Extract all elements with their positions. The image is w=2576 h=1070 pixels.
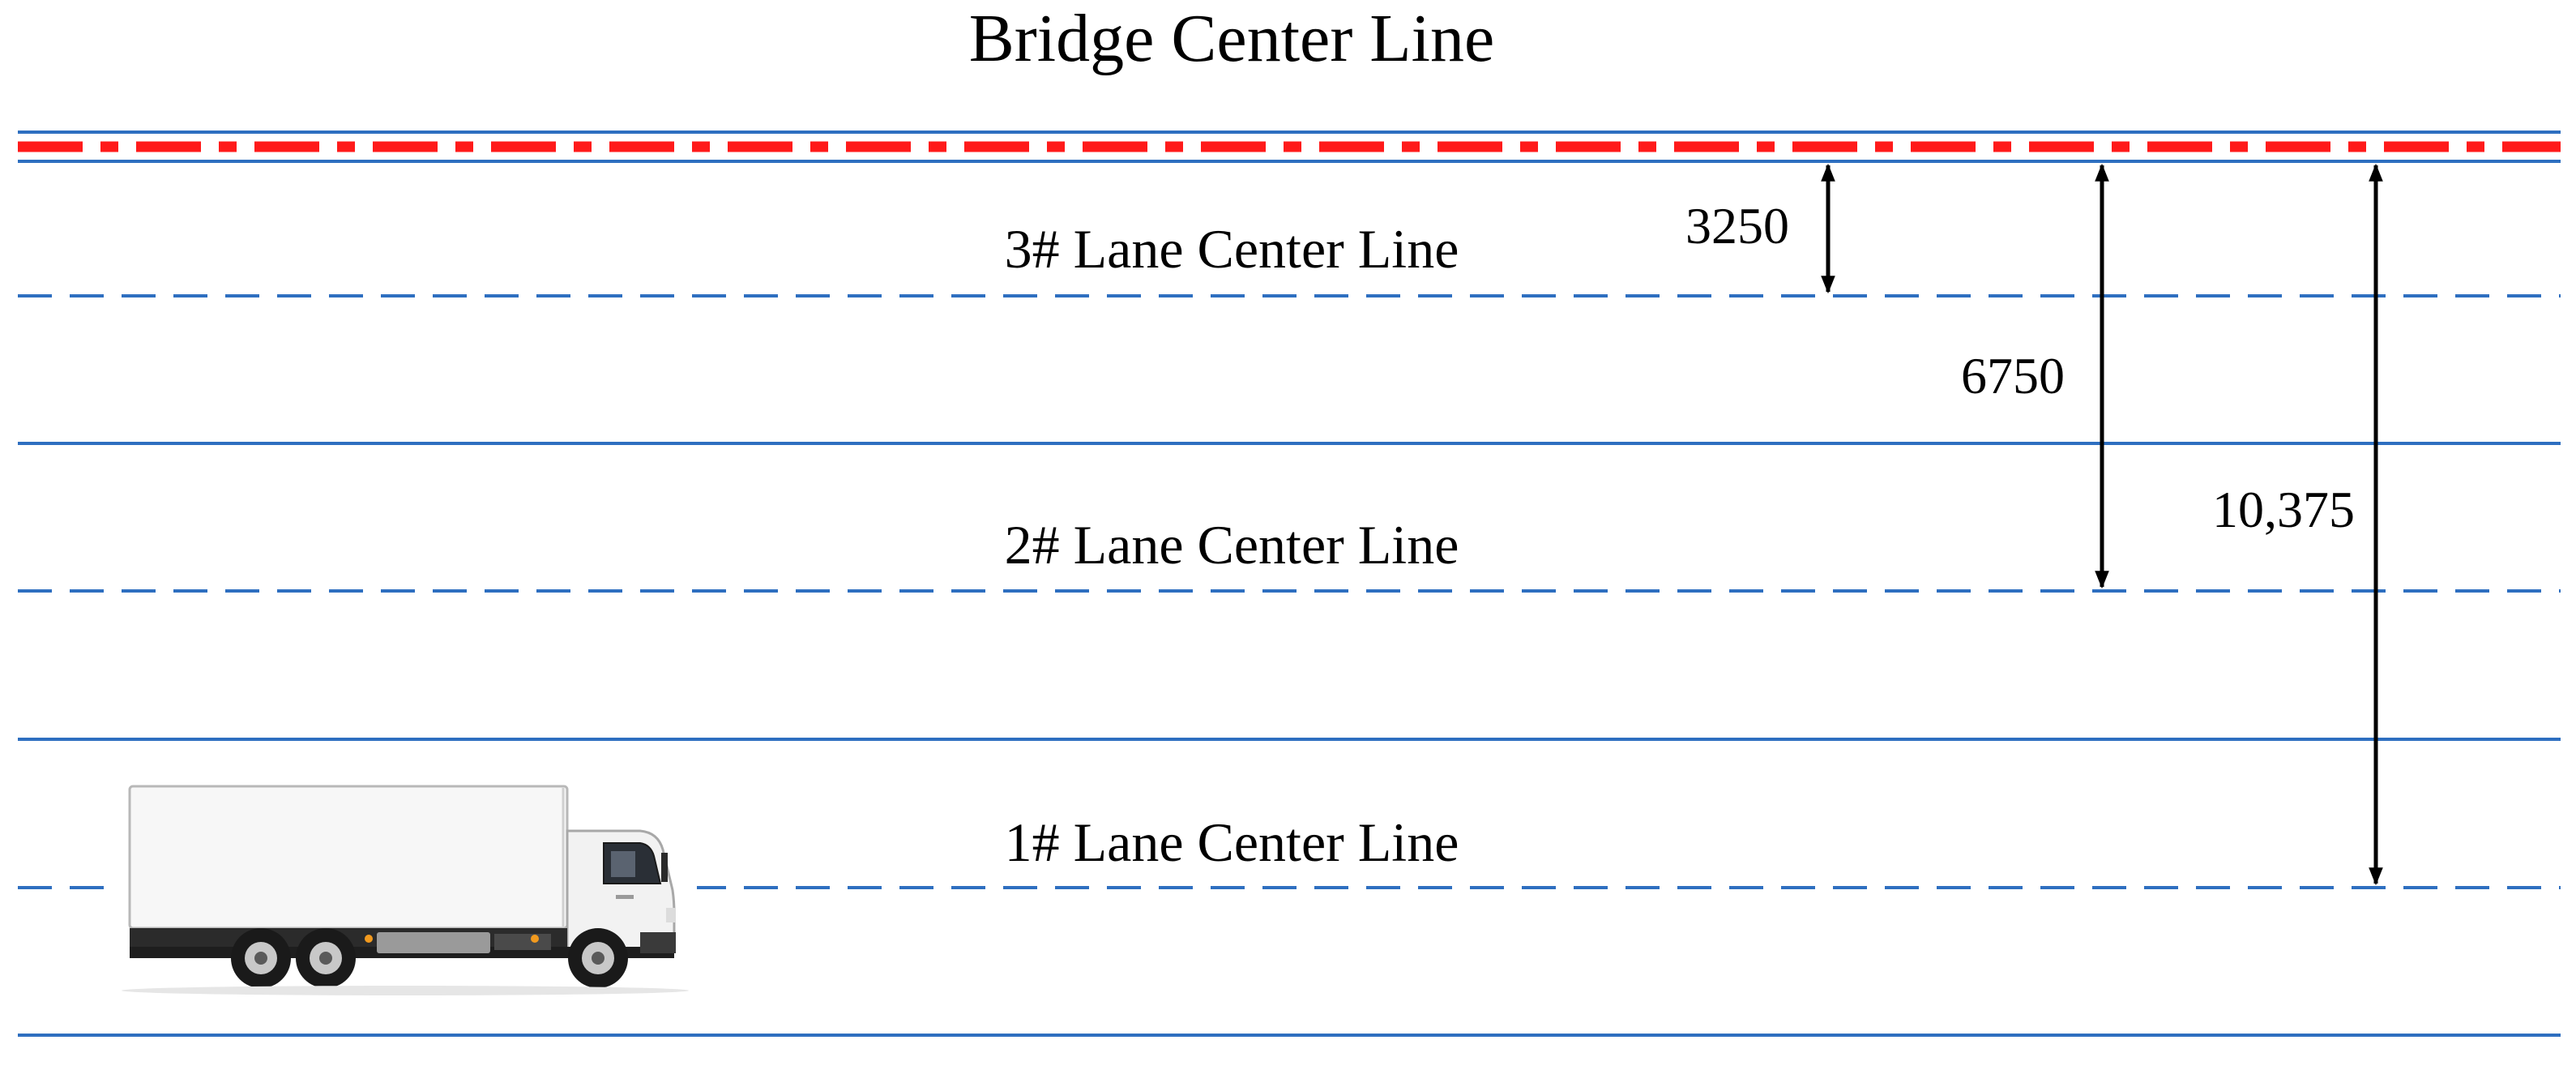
dimension-label-lane-2: 6750 <box>1961 347 2065 404</box>
lane-3-label: 3# Lane Center Line <box>1005 218 1459 280</box>
dimension-label-lane-1: 10,375 <box>2212 481 2355 538</box>
dimension-label-lane-3: 3250 <box>1685 197 1789 255</box>
lane-2-label: 2# Lane Center Line <box>1005 514 1459 576</box>
bridge-center-line-title: Bridge Center Line <box>969 1 1494 76</box>
lane-1-label: 1# Lane Center Line <box>1005 811 1459 873</box>
truck-icon <box>120 782 697 995</box>
